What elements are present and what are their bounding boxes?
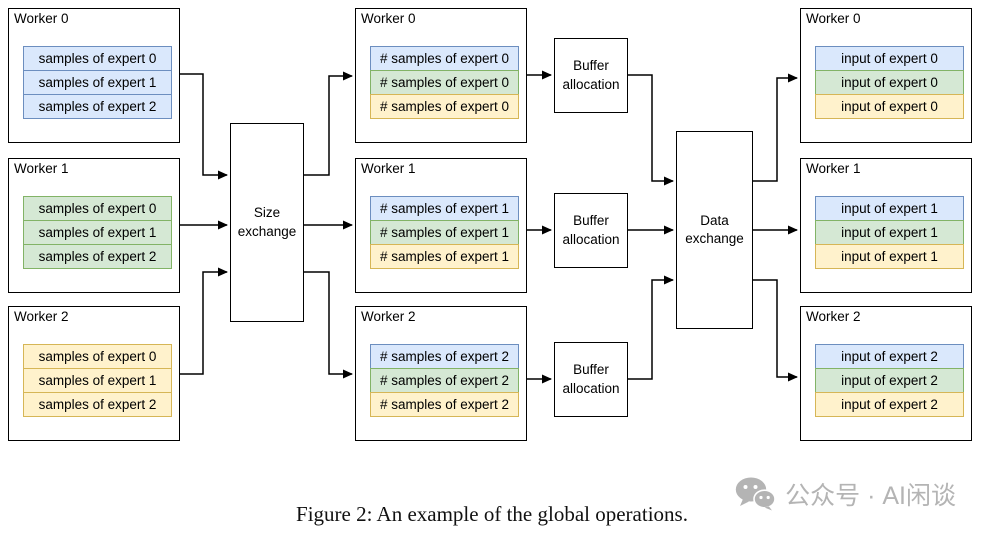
arrow-buffer2-to-data-exchange [628,275,674,380]
watermark-text: 公众号 · AI闲谈 [785,482,956,510]
right-worker-0-box: Worker 0 input of expert 0 input of expe… [800,8,972,143]
input-row: input of expert 1 [815,244,964,269]
input-rows: input of expert 1 input of expert 1 inpu… [815,196,964,269]
buffer-allocation-box-0: Buffer allocation [554,38,628,113]
mid-worker-0-box: Worker 0 # samples of expert 0 # samples… [355,8,527,143]
sample-count-row: # samples of expert 0 [370,46,519,71]
mid-worker-2-box: Worker 2 # samples of expert 2 # samples… [355,306,527,441]
sample-count-row: # samples of expert 1 [370,196,519,221]
connector-arrows [180,70,798,384]
arrow-worker0-to-size-exchange [180,73,228,180]
data-exchange-box: Data exchange [676,131,753,329]
sample-count-rows: # samples of expert 1 # samples of exper… [370,196,519,269]
sample-count-rows: # samples of expert 0 # samples of exper… [370,46,519,119]
input-row: input of expert 1 [815,196,964,221]
input-rows: input of expert 0 input of expert 0 inpu… [815,46,964,119]
sample-row: samples of expert 2 [23,94,172,119]
sample-row: samples of expert 2 [23,392,172,417]
sample-rows: samples of expert 0 samples of expert 1 … [23,344,172,417]
watermark: 公众号 · AI闲谈 [735,476,956,512]
left-worker-2-box: Worker 2 samples of expert 0 samples of … [8,306,180,441]
mid-worker-1-box: Worker 1 # samples of expert 1 # samples… [355,158,527,293]
worker-title: Worker 0 [806,11,861,26]
sample-count-row: # samples of expert 0 [370,94,519,119]
buffer-allocation-box-1: Buffer allocation [554,193,628,268]
worker-title: Worker 2 [14,309,69,324]
arrow-data-exchange-to-right-worker0 [753,73,798,182]
sample-count-row: # samples of expert 2 [370,392,519,417]
left-worker-1-box: Worker 1 samples of expert 0 samples of … [8,158,180,293]
arrow-size-exchange-to-mid-worker0 [304,71,353,176]
worker-title: Worker 1 [14,161,69,176]
worker-title: Worker 2 [361,309,416,324]
sample-rows: samples of expert 0 samples of expert 1 … [23,196,172,269]
sample-row: samples of expert 2 [23,244,172,269]
arrow-size-exchange-to-mid-worker2 [304,271,353,379]
input-row: input of expert 1 [815,220,964,245]
worker-title: Worker 1 [806,161,861,176]
sample-count-row: # samples of expert 1 [370,220,519,245]
input-row: input of expert 0 [815,94,964,119]
sample-count-row: # samples of expert 0 [370,70,519,95]
input-row: input of expert 2 [815,392,964,417]
right-worker-2-box: Worker 2 input of expert 2 input of expe… [800,306,972,441]
sample-rows: samples of expert 0 samples of expert 1 … [23,46,172,119]
arrow-data-exchange-to-right-worker2 [753,279,798,382]
arrow-worker2-to-size-exchange [180,267,228,375]
sample-count-row: # samples of expert 2 [370,368,519,393]
sample-row: samples of expert 0 [23,46,172,71]
sample-row: samples of expert 1 [23,70,172,95]
size-exchange-box: Size exchange [230,123,304,322]
sample-count-row: # samples of expert 1 [370,244,519,269]
buffer-allocation-box-2: Buffer allocation [554,342,628,417]
sample-count-rows: # samples of expert 2 # samples of exper… [370,344,519,417]
sample-count-row: # samples of expert 2 [370,344,519,369]
sample-row: samples of expert 0 [23,196,172,221]
input-row: input of expert 2 [815,344,964,369]
right-worker-1-box: Worker 1 input of expert 1 input of expe… [800,158,972,293]
left-worker-0-box: Worker 0 samples of expert 0 samples of … [8,8,180,143]
figure-caption: Figure 2: An example of the global opera… [296,502,688,526]
worker-title: Worker 2 [806,309,861,324]
input-row: input of expert 0 [815,70,964,95]
sample-row: samples of expert 1 [23,220,172,245]
input-row: input of expert 2 [815,368,964,393]
worker-title: Worker 1 [361,161,416,176]
sample-row: samples of expert 0 [23,344,172,369]
worker-title: Worker 0 [361,11,416,26]
sample-row: samples of expert 1 [23,368,172,393]
input-rows: input of expert 2 input of expert 2 inpu… [815,344,964,417]
wechat-icon [735,477,776,511]
worker-title: Worker 0 [14,11,69,26]
input-row: input of expert 0 [815,46,964,71]
arrow-buffer0-to-data-exchange [628,74,674,186]
